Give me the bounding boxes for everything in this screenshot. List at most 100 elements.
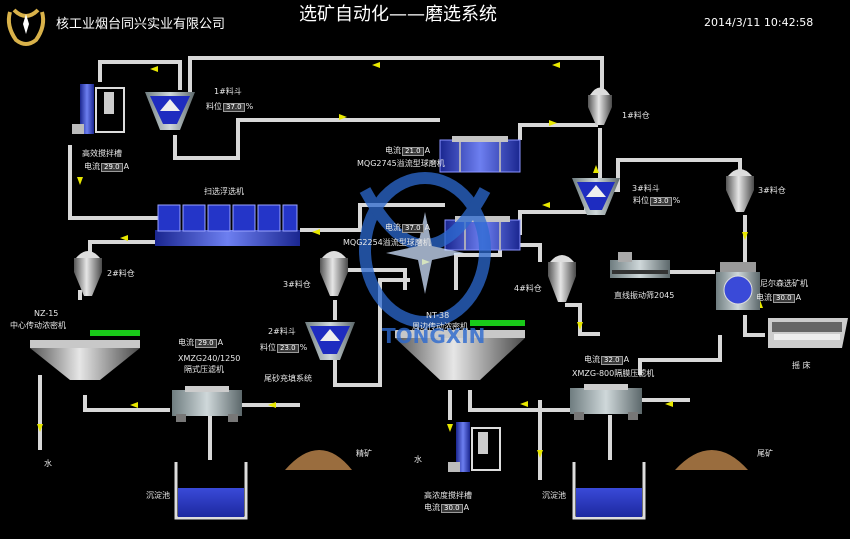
flow-arrow bbox=[120, 235, 128, 241]
silo-4-bin-label: 4#料仓 bbox=[514, 284, 542, 293]
silo-1-label: 1#料斗 bbox=[214, 87, 242, 96]
company-logo bbox=[6, 8, 46, 46]
concentrate-label: 精矿 bbox=[356, 449, 372, 458]
pipe-segment bbox=[610, 158, 742, 192]
flow-arrow bbox=[552, 62, 560, 68]
flow-arrow bbox=[77, 177, 83, 185]
magnetic-separator-label: 尼尔森选矿机 bbox=[760, 279, 808, 288]
flow-arrow bbox=[742, 232, 748, 240]
flow-arrow bbox=[312, 229, 320, 235]
flotation-cells-icon[interactable] bbox=[155, 204, 300, 246]
flow-arrow bbox=[537, 450, 543, 458]
watermark-text: TONGXIN bbox=[382, 324, 486, 348]
pipe-segment bbox=[88, 240, 160, 260]
magnetic-separator-current-value: 30.0 bbox=[773, 294, 795, 303]
thickener-2-label2: 周边传动浓密机 bbox=[412, 322, 468, 331]
page-title: 选矿自动化——磨选系统 bbox=[299, 4, 497, 25]
silo-3b-bin-icon bbox=[320, 251, 348, 296]
watermark-logo bbox=[359, 172, 491, 328]
magnetic-separator-icon[interactable] bbox=[716, 262, 760, 310]
hopper-3-icon[interactable] bbox=[572, 178, 620, 215]
filter-press-2-label: XMZG-800隔膜压滤机 bbox=[572, 369, 655, 378]
filter-press-1-current-value: 29.0 bbox=[195, 339, 217, 348]
pipe-segment bbox=[68, 145, 160, 220]
flow-arrow bbox=[37, 424, 43, 432]
flow-arrow bbox=[447, 424, 453, 432]
pipe-segment bbox=[518, 195, 588, 235]
screw-feeder-icon[interactable] bbox=[610, 252, 670, 278]
company-name: 核工业烟台同兴实业有限公司 bbox=[56, 17, 226, 32]
water-1-label: 水 bbox=[44, 459, 52, 468]
filter-press-2-current-value: 32.0 bbox=[601, 356, 623, 365]
flotation-label: 扫选浮选机 bbox=[204, 187, 244, 196]
silo-1-level-value: 37.0 bbox=[223, 103, 245, 112]
mixing-tank-1-label: 高效搅拌槽 bbox=[82, 149, 122, 158]
silo-1-bin-label: 1#料仓 bbox=[622, 111, 650, 120]
hopper-1-icon[interactable] bbox=[145, 92, 195, 130]
settling-2-label: 沉淀池 bbox=[542, 491, 566, 500]
silo-2-bin-icon bbox=[74, 251, 102, 296]
silo-3-bin-label: 3#料仓 bbox=[758, 186, 786, 195]
flow-arrow bbox=[268, 402, 276, 408]
pipe-segment bbox=[565, 303, 600, 336]
filter-press-1-label1: XMZG240/1250 bbox=[178, 354, 241, 363]
silo-3-level-value: 33.0 bbox=[650, 197, 672, 206]
screw-feeder-label: 直线振动筛2045 bbox=[614, 291, 675, 300]
pipe-segment bbox=[300, 203, 445, 232]
mixing-tank-1-current-value: 29.0 bbox=[101, 163, 123, 172]
ball-mill-2-current-value: 37.0 bbox=[402, 224, 424, 233]
flow-arrow bbox=[542, 202, 550, 208]
mixing-tank-1[interactable] bbox=[72, 84, 125, 134]
ball-mill-1-current-value: 21.0 bbox=[402, 147, 424, 156]
filter-press-1-label2: 隔式压滤机 bbox=[184, 365, 224, 374]
flow-arrow bbox=[593, 165, 599, 173]
silo-2-level-value: 23.0 bbox=[277, 344, 299, 353]
hopper-2-icon[interactable] bbox=[305, 322, 355, 360]
silo-bins[interactable] bbox=[74, 87, 754, 303]
pipe-segment bbox=[743, 315, 765, 337]
filter-press-2-icon[interactable] bbox=[570, 384, 642, 420]
silo-2-label: 2#料斗 bbox=[268, 327, 296, 336]
thickener-1-label1: NZ-15 bbox=[34, 309, 59, 318]
flow-arrow bbox=[520, 401, 528, 407]
filter-press-1-icon[interactable] bbox=[172, 386, 242, 422]
flow-arrow bbox=[339, 114, 347, 120]
pipe-segment bbox=[98, 60, 182, 90]
datetime: 2014/3/11 10:42:58 bbox=[704, 16, 814, 29]
flow-arrow bbox=[549, 120, 557, 126]
flow-arrow bbox=[130, 402, 138, 408]
mixing-tank-2-icon[interactable] bbox=[448, 422, 501, 472]
flow-arrow bbox=[577, 322, 583, 330]
silo-4-bin-icon bbox=[548, 255, 576, 302]
thickener-2-icon[interactable] bbox=[395, 320, 525, 380]
pipe-segment bbox=[173, 118, 440, 160]
tailings-label: 尾矿 bbox=[757, 449, 773, 458]
shaking-table-icon[interactable] bbox=[768, 318, 848, 348]
settling-tank-2-icon bbox=[572, 462, 646, 520]
settling-1-label: 沉淀池 bbox=[146, 491, 170, 500]
tailings-system-label: 尾砂充填系统 bbox=[264, 374, 312, 383]
tailings-pile-icon bbox=[675, 450, 748, 470]
settling-tank-1-icon bbox=[174, 462, 248, 520]
thickener-1-icon[interactable] bbox=[30, 330, 140, 380]
pipe-segment bbox=[333, 278, 410, 387]
thickener-1-label2: 中心传动浓密机 bbox=[10, 321, 66, 330]
mixing-tank-2-current-value: 30.0 bbox=[441, 504, 463, 513]
silo-1-bin-icon bbox=[588, 87, 612, 125]
ball-mill-1-icon[interactable] bbox=[439, 136, 521, 173]
shaking-table-label: 摇 床 bbox=[792, 361, 811, 370]
pipe-segment bbox=[188, 56, 604, 95]
pipe-segment bbox=[83, 395, 170, 412]
flow-arrow bbox=[150, 66, 158, 72]
pipe-segment bbox=[638, 335, 722, 375]
